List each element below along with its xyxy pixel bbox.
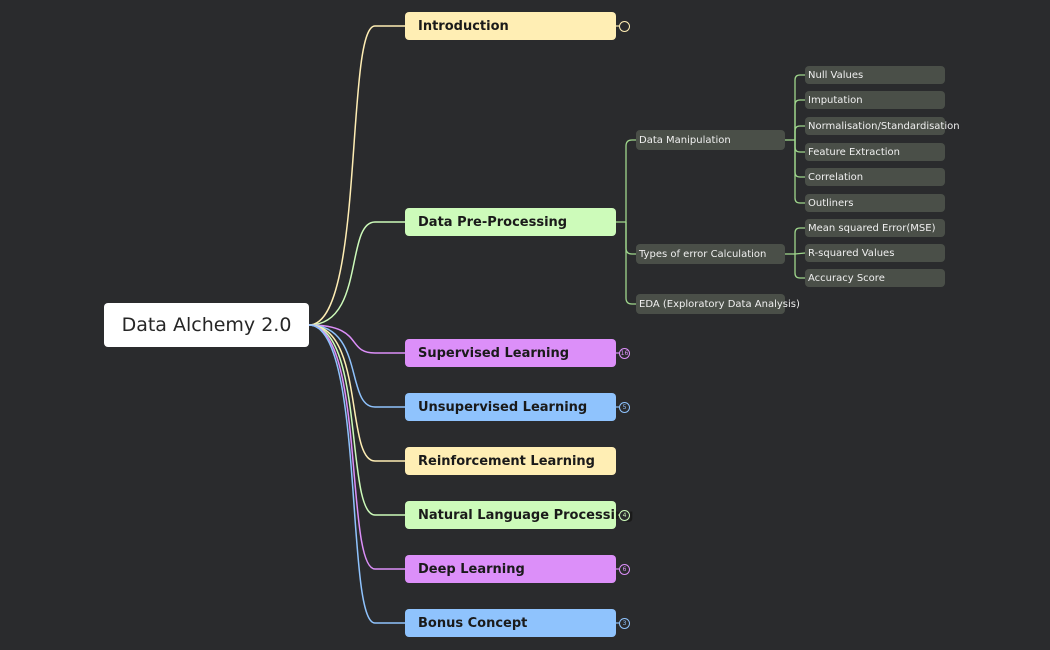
leaf-mean-squared-error-mse[interactable]: Mean squared Error(MSE) <box>805 219 945 237</box>
leaf-outliners[interactable]: Outliners <box>805 194 945 212</box>
connector-line <box>308 324 405 570</box>
connector-line <box>308 324 405 408</box>
leaf-label: Imputation <box>808 94 863 106</box>
leaf-label: Null Values <box>808 69 864 81</box>
leaf-label: Feature Extraction <box>808 146 901 158</box>
branch-label: Natural Language Processing <box>418 507 634 523</box>
connector-line <box>308 324 405 624</box>
subtopic-label: Types of error Calculation <box>639 248 767 260</box>
branch-data-pre-processing[interactable]: Data Pre-Processing <box>405 208 616 236</box>
connector-line <box>794 140 805 204</box>
branch-label: Deep Learning <box>418 561 525 577</box>
connector-line <box>794 252 806 255</box>
branch-supervised-learning[interactable]: Supervised Learning <box>405 339 616 367</box>
subtopic-label: Data Manipulation <box>639 134 731 146</box>
leaf-r-squared-values[interactable]: R-squared Values <box>805 244 945 262</box>
branch-reinforcement-learning[interactable]: Reinforcement Learning <box>405 447 616 475</box>
collapsed-count-badge[interactable]: 5 <box>619 401 630 413</box>
leaf-label: Outliners <box>808 197 854 209</box>
branch-introduction[interactable]: Introduction <box>405 12 616 40</box>
root-label: Data Alchemy 2.0 <box>121 314 292 336</box>
branch-bonus-concept[interactable]: Bonus Concept <box>405 609 616 637</box>
connector-line <box>625 222 636 255</box>
leaf-label: Mean squared Error(MSE) <box>808 222 936 234</box>
connector-line <box>794 254 805 279</box>
branch-unsupervised-learning[interactable]: Unsupervised Learning <box>405 393 616 421</box>
leaf-label: Normalisation/Standardisation <box>808 120 960 132</box>
connector-line <box>308 324 405 462</box>
leaf-label: Correlation <box>808 171 864 183</box>
branch-label: Data Pre-Processing <box>418 214 568 230</box>
leaf-imputation[interactable]: Imputation <box>805 91 945 109</box>
subtopic-label: EDA (Exploratory Data Analysis) <box>639 298 800 310</box>
leaf-null-values[interactable]: Null Values <box>805 66 945 84</box>
leaf-feature-extraction[interactable]: Feature Extraction <box>805 143 945 161</box>
connector-line <box>308 324 405 516</box>
collapsed-count-badge[interactable] <box>619 20 630 32</box>
connector-line <box>308 324 405 354</box>
connector-line <box>308 25 405 326</box>
connector-line <box>794 74 805 140</box>
collapsed-count-badge[interactable]: 16 <box>619 347 630 359</box>
connector-line <box>625 139 636 222</box>
root-node[interactable]: Data Alchemy 2.0 <box>104 303 309 347</box>
branch-label: Unsupervised Learning <box>418 399 588 415</box>
connector-line <box>794 140 805 178</box>
leaf-label: R-squared Values <box>808 247 895 259</box>
connector-line <box>308 221 405 326</box>
collapsed-count-badge[interactable]: 4 <box>619 509 630 521</box>
subtopic-data-manipulation[interactable]: Data Manipulation <box>636 130 785 150</box>
branch-label: Introduction <box>418 18 509 34</box>
connector-line <box>794 227 805 254</box>
leaf-normalisation-standardisation[interactable]: Normalisation/Standardisation <box>805 117 960 135</box>
collapsed-count-badge[interactable]: 3 <box>619 617 630 629</box>
branch-natural-language-processing[interactable]: Natural Language Processing <box>405 501 633 529</box>
branch-label: Reinforcement Learning <box>418 453 595 469</box>
leaf-label: Accuracy Score <box>808 272 885 284</box>
collapsed-count-badge[interactable]: 6 <box>619 563 630 575</box>
subtopic-eda-exploratory-data-analysis[interactable]: EDA (Exploratory Data Analysis) <box>636 294 800 314</box>
connector-line <box>794 99 805 140</box>
connector-line <box>625 222 636 305</box>
branch-label: Bonus Concept <box>418 615 528 631</box>
connector-line <box>794 140 805 153</box>
leaf-correlation[interactable]: Correlation <box>805 168 945 186</box>
branch-label: Supervised Learning <box>418 345 570 361</box>
branch-deep-learning[interactable]: Deep Learning <box>405 555 616 583</box>
subtopic-types-of-error-calculation[interactable]: Types of error Calculation <box>636 244 785 264</box>
leaf-accuracy-score[interactable]: Accuracy Score <box>805 269 945 287</box>
connector-line <box>794 125 805 140</box>
